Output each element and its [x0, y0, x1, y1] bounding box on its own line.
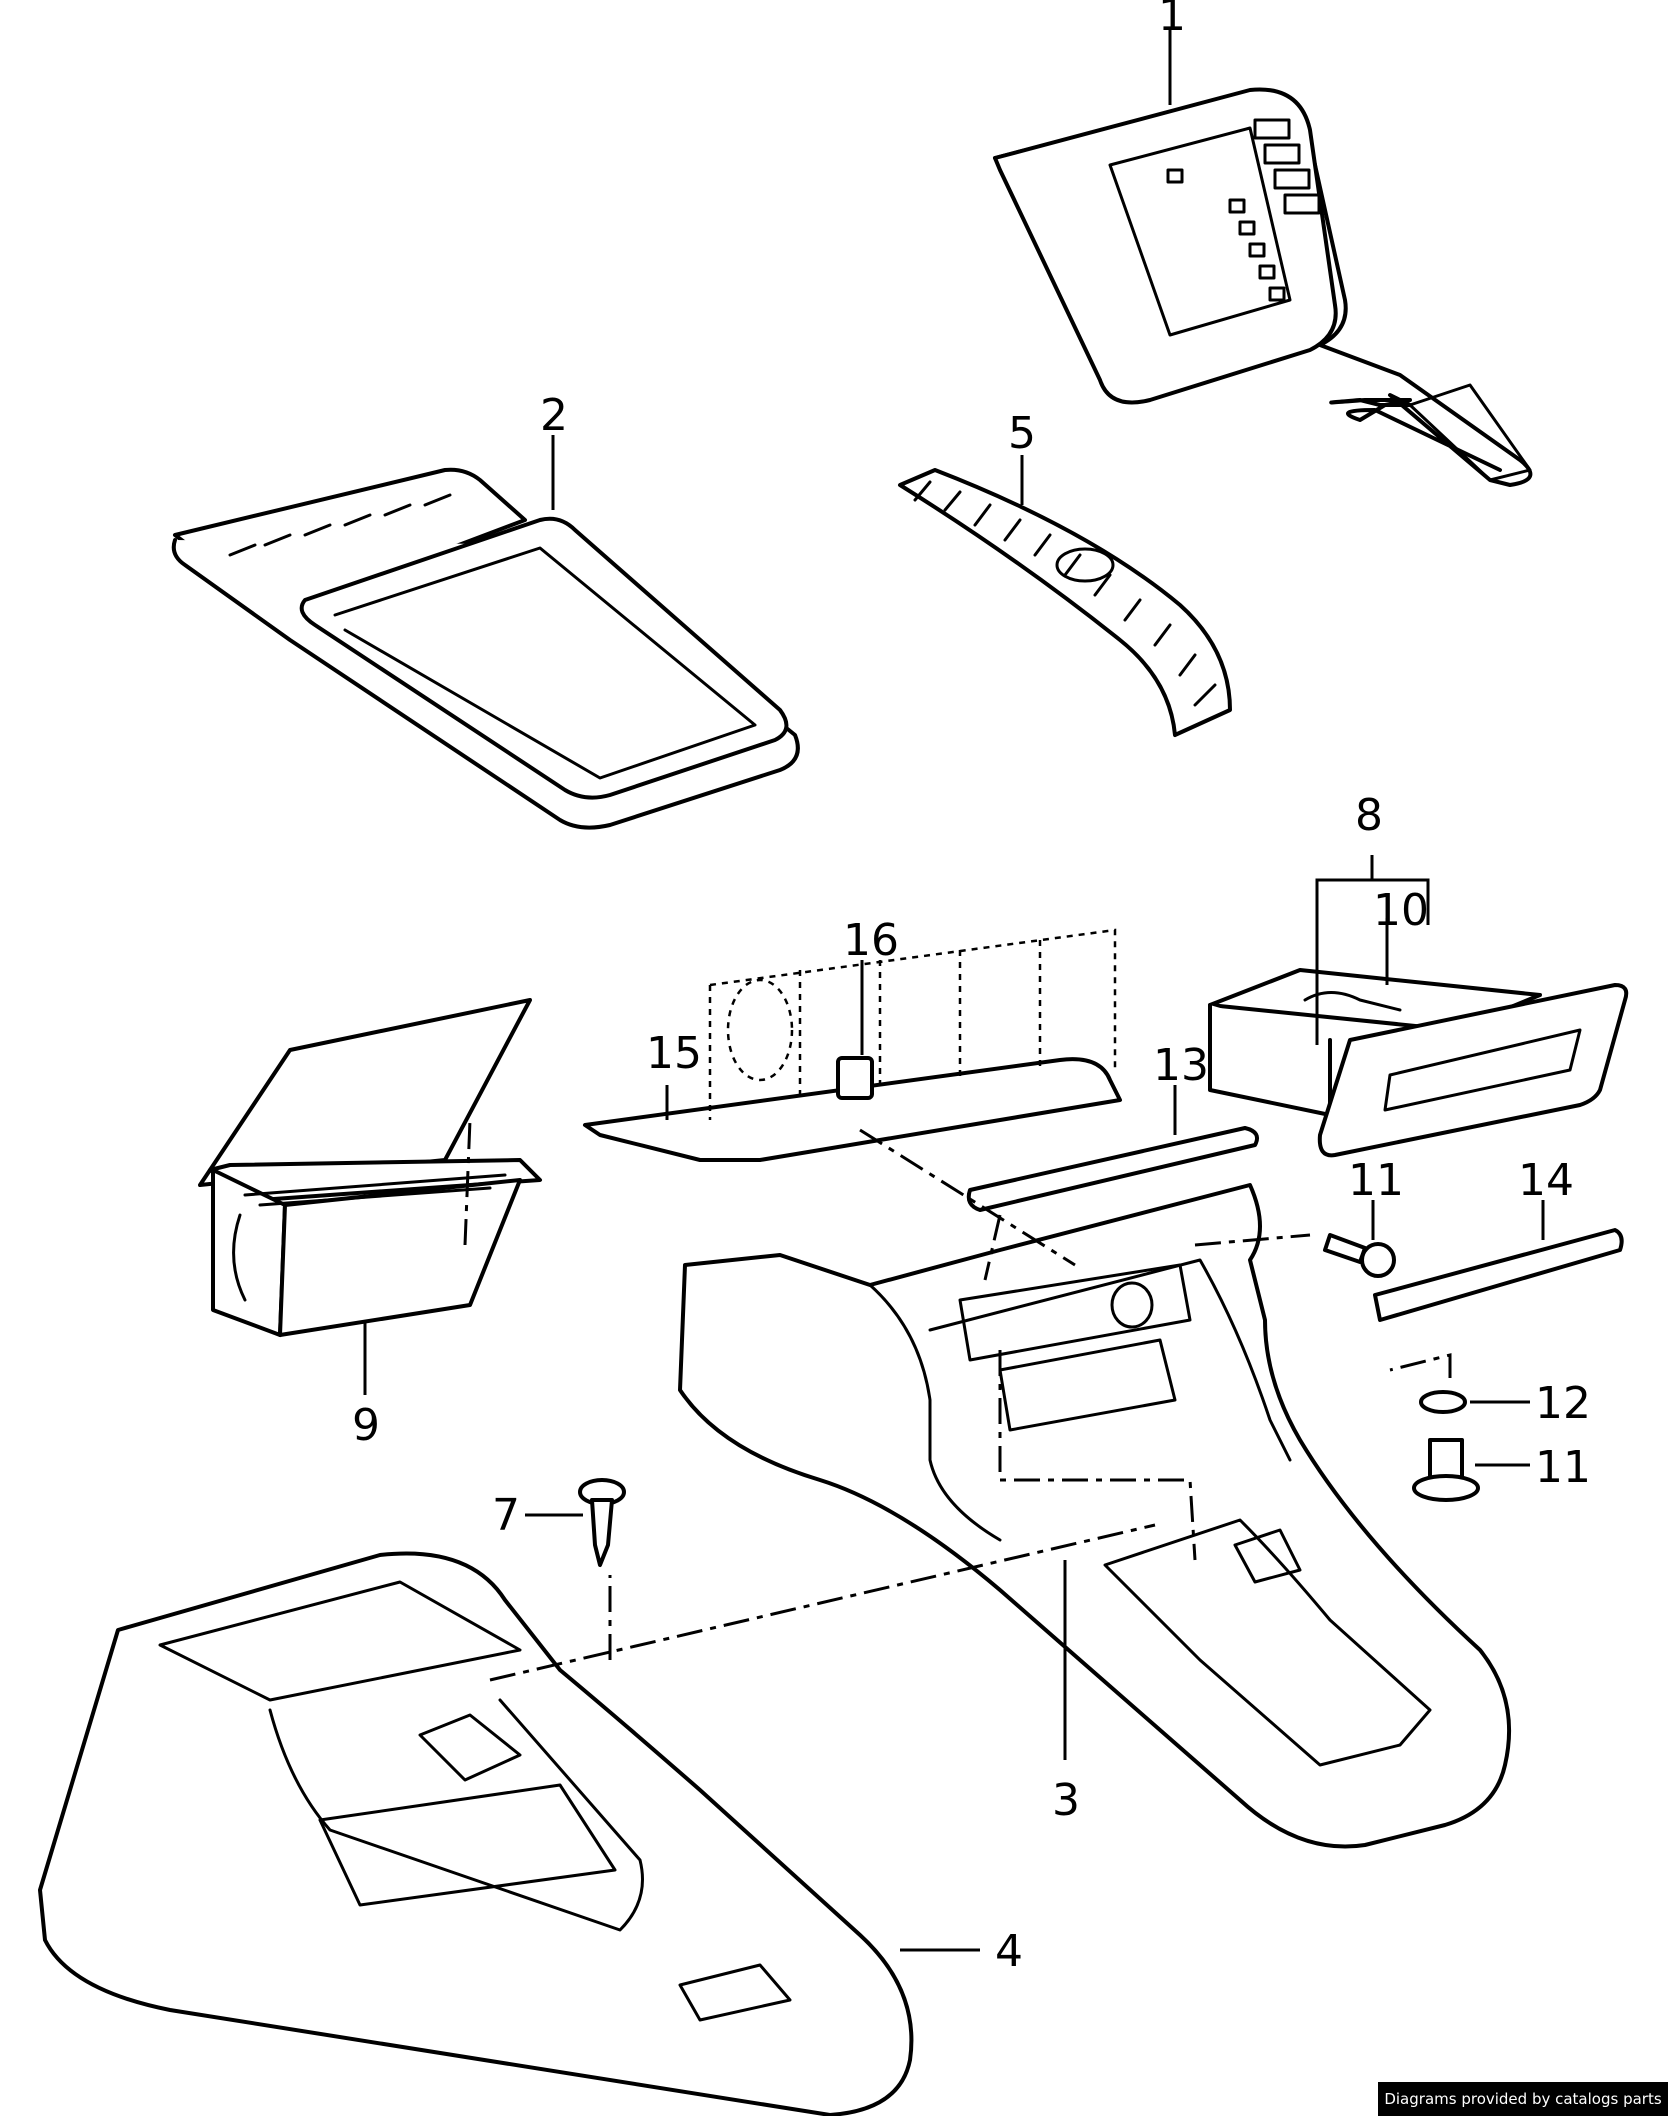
callout-11a: 11	[1348, 1155, 1404, 1206]
callout-3: 3	[1052, 1775, 1080, 1826]
part-14-cover-strip	[1373, 1228, 1624, 1322]
callout-5: 5	[1008, 408, 1036, 459]
callout-7: 7	[492, 1490, 520, 1541]
callout-4: 4	[995, 1926, 1023, 1977]
part-13-rod	[966, 1126, 1259, 1212]
callout-2: 2	[540, 390, 568, 441]
part-11-screw-upper	[1323, 1233, 1396, 1278]
assembly-lines	[463, 1119, 1452, 1682]
part-11-bolt-lower	[1412, 1438, 1480, 1502]
part-9-ashtray	[198, 998, 542, 1337]
callout-16: 16	[843, 915, 899, 966]
part-2-trim-frame	[171, 467, 800, 830]
callout-9: 9	[352, 1400, 380, 1451]
part-4-lower-console	[38, 1551, 914, 2116]
part-15-bracket	[583, 928, 1122, 1162]
part-7-screw	[578, 1478, 626, 1567]
part-1-selector-cover	[993, 87, 1533, 487]
callout-15: 15	[646, 1028, 702, 1079]
callout-12: 12	[1535, 1378, 1591, 1429]
callout-1: 1	[1158, 0, 1186, 41]
part-8-tray-assembly	[1208, 968, 1629, 1158]
callout-8: 8	[1355, 790, 1383, 841]
part-12-washer	[1419, 1390, 1467, 1414]
callout-10: 10	[1373, 885, 1429, 936]
callout-14: 14	[1518, 1155, 1574, 1206]
credit-banner: Diagrams provided by catalogs parts	[1378, 2082, 1668, 2116]
part-5-ribbed-strip	[898, 468, 1232, 737]
part-16-clip	[836, 1056, 874, 1100]
callout-13: 13	[1153, 1040, 1209, 1091]
callout-11b: 11	[1535, 1442, 1591, 1493]
part-3-centre-console	[678, 1183, 1512, 1849]
